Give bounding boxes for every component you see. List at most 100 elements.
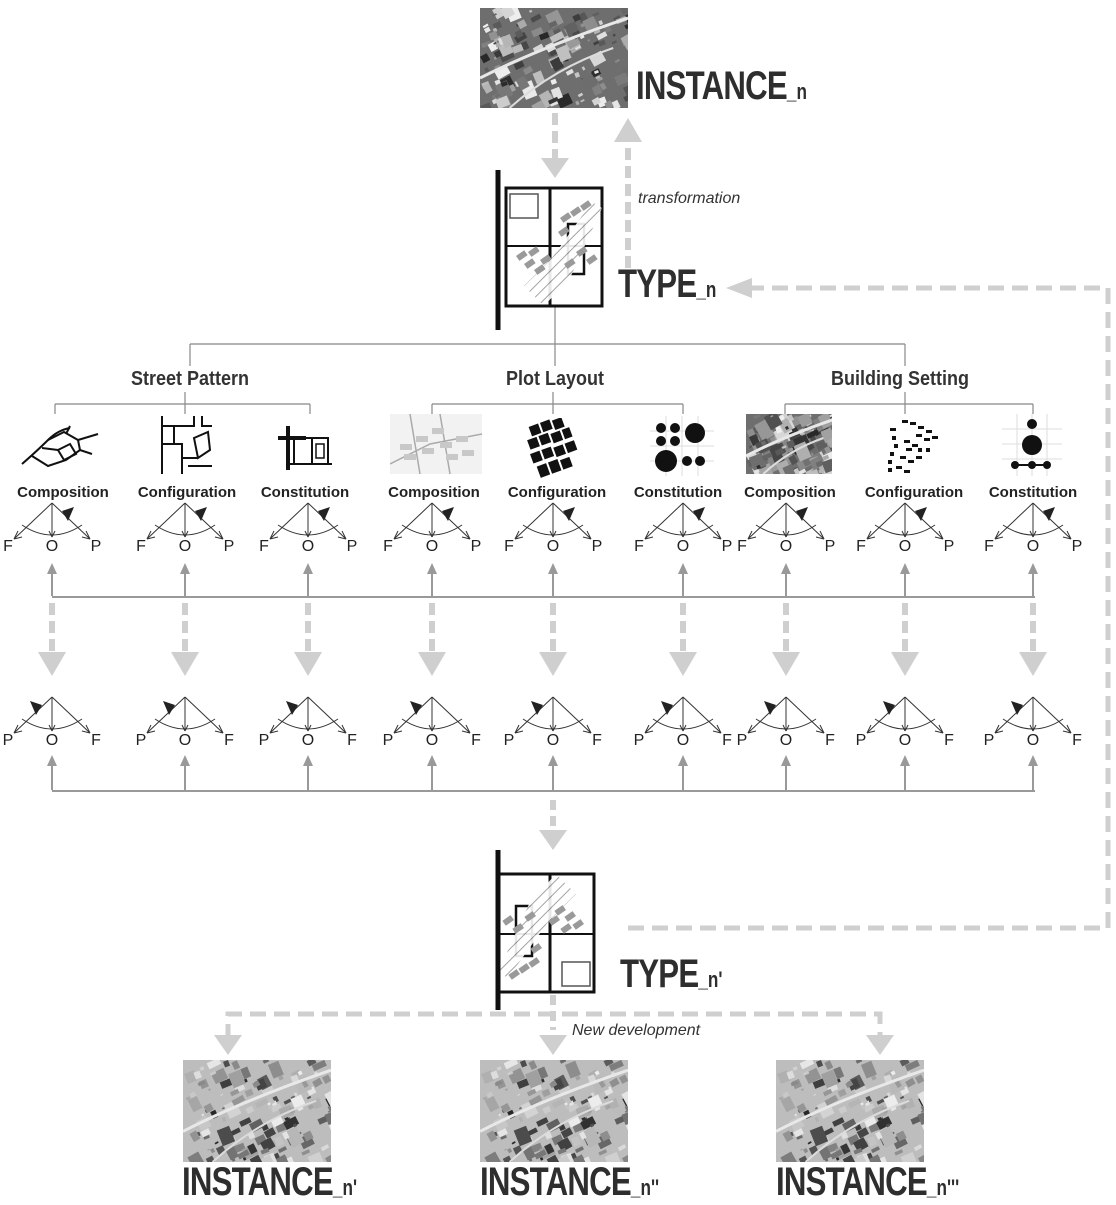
- fan-arrows-bottom: [645, 697, 721, 733]
- column-up-arrow-bottom: [47, 755, 57, 790]
- fan-arrows-bottom: [147, 697, 223, 733]
- type-n-suffix: _n: [696, 277, 716, 302]
- scale-bottom-p: P: [383, 732, 394, 750]
- scale-bottom-p: P: [984, 732, 995, 750]
- instance-2-text: INSTANCE: [480, 1160, 631, 1204]
- street-constitution-icon: [276, 424, 338, 472]
- column-up-arrow-top: [303, 563, 313, 596]
- column-dashed-down-arrow: [539, 603, 567, 676]
- scale-top-p: P: [722, 538, 733, 556]
- scale-bottom-p: P: [856, 732, 867, 750]
- scale-top-f: F: [3, 538, 13, 556]
- column-up-arrow-top: [1028, 563, 1038, 596]
- transformation-label: transformation: [638, 190, 740, 208]
- column-up-arrow-bottom: [900, 755, 910, 790]
- scale-bottom-f: F: [825, 732, 835, 750]
- column-up-arrow-bottom: [1028, 755, 1038, 790]
- scale-top-p: P: [825, 538, 836, 556]
- scale-bottom-f: F: [347, 732, 357, 750]
- scale-top-f: F: [856, 538, 866, 556]
- column-up-arrow-bottom: [180, 755, 190, 790]
- to-type-n-prime-arrow: [539, 800, 567, 850]
- scale-top-f: F: [984, 538, 994, 556]
- scale-bottom-p: P: [504, 732, 515, 750]
- building-constitution-label: Constitution: [989, 484, 1077, 501]
- column-up-arrow-top: [47, 563, 57, 596]
- scale-top-o: O: [46, 538, 58, 556]
- column-dashed-down-arrow: [171, 603, 199, 676]
- type-n-prime-suffix: _n': [698, 967, 722, 992]
- column-dashed-down-arrow: [1019, 603, 1047, 676]
- aerial-photo-top: [480, 8, 628, 108]
- type-n-text: TYPE: [618, 262, 696, 306]
- new-development-label: New development: [572, 1022, 700, 1040]
- column-dashed-down-arrow: [418, 603, 446, 676]
- fan-arrows-top: [14, 503, 90, 539]
- street-configuration-icon: [154, 414, 216, 478]
- building-constitution-icon: [1002, 414, 1062, 476]
- fan-arrows-top: [748, 503, 824, 539]
- plot-configuration-icon: [524, 418, 582, 482]
- instance-n-prime-label: INSTANCE_n': [182, 1160, 357, 1205]
- fan-arrows-bottom: [14, 697, 90, 733]
- plot-composition-icon: [390, 414, 482, 474]
- scale-top-p: P: [471, 538, 482, 556]
- aerial-photo-instance-1: [183, 1060, 331, 1162]
- column-up-arrow-top: [900, 563, 910, 596]
- column-up-arrow-top: [781, 563, 791, 596]
- instance-n-triple-prime-label: INSTANCE_n''': [776, 1160, 959, 1205]
- column-up-arrow-bottom: [303, 755, 313, 790]
- scale-top-p: P: [1072, 538, 1083, 556]
- scale-top-p: P: [944, 538, 955, 556]
- group-title-plot-layout: Plot Layout: [506, 368, 604, 391]
- plot-constitution-label: Constitution: [634, 484, 722, 501]
- scale-bottom-p: P: [259, 732, 270, 750]
- column-up-arrow-bottom: [678, 755, 688, 790]
- instance-3-text: INSTANCE: [776, 1160, 927, 1204]
- plot-configuration-label: Configuration: [508, 484, 606, 501]
- instance-n-label: INSTANCE_n: [636, 64, 807, 109]
- scale-bottom-o: O: [677, 732, 689, 750]
- fan-arrows-bottom: [394, 697, 470, 733]
- aerial-photo-instance-3: [776, 1060, 924, 1162]
- building-composition-label: Composition: [744, 484, 836, 501]
- fan-arrows-top: [147, 503, 223, 539]
- column-up-arrow-top: [548, 563, 558, 596]
- scale-bottom-o: O: [899, 732, 911, 750]
- fan-arrows-top: [645, 503, 721, 539]
- plot-constitution-icon: [650, 416, 714, 476]
- column-dashed-down-arrow: [669, 603, 697, 676]
- instance-2-suffix: _n'': [631, 1175, 659, 1200]
- column-up-arrow-bottom: [427, 755, 437, 790]
- instance-n-double-prime-label: INSTANCE_n'': [480, 1160, 659, 1205]
- fan-arrows-bottom: [748, 697, 824, 733]
- fan-arrows-top: [270, 503, 346, 539]
- building-composition-photo: [746, 414, 832, 474]
- scale-bottom-p: P: [737, 732, 748, 750]
- scale-bottom-p: P: [3, 732, 14, 750]
- column-up-arrow-bottom: [781, 755, 791, 790]
- column-up-arrow-bottom: [548, 755, 558, 790]
- scale-bottom-o: O: [780, 732, 792, 750]
- type-n-label: TYPE_n: [618, 262, 716, 307]
- scale-top-o: O: [179, 538, 191, 556]
- fan-arrows-bottom: [515, 697, 591, 733]
- group-title-street-pattern: Street Pattern: [131, 368, 249, 391]
- scale-top-f: F: [737, 538, 747, 556]
- scale-bottom-f: F: [91, 732, 101, 750]
- scale-top-f: F: [634, 538, 644, 556]
- scale-top-o: O: [899, 538, 911, 556]
- instance-3-suffix: _n''': [927, 1175, 959, 1200]
- scale-bottom-f: F: [1072, 732, 1082, 750]
- instance-n-suffix: _n: [787, 79, 807, 104]
- scale-top-p: P: [91, 538, 102, 556]
- column-dashed-down-arrow: [891, 603, 919, 676]
- scale-top-p: P: [592, 538, 603, 556]
- type-n-prime-plan: [494, 848, 606, 1012]
- column-up-arrow-top: [180, 563, 190, 596]
- instance-1-suffix: _n': [333, 1175, 357, 1200]
- fan-arrows-top: [515, 503, 591, 539]
- aerial-photo-instance-2: [480, 1060, 628, 1162]
- scale-top-o: O: [426, 538, 438, 556]
